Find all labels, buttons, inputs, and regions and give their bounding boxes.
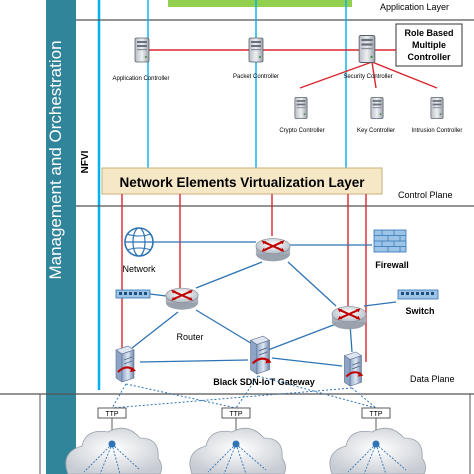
application-layer-label: Application Layer: [380, 2, 449, 12]
router-icon-top: [254, 237, 292, 263]
virtualization-data-links: [121, 194, 367, 362]
application-bar: [168, 0, 352, 7]
role-box-line1: Role Based: [404, 28, 453, 38]
firewall-icon: [373, 229, 407, 253]
ttp-box-right: TTP: [361, 407, 391, 419]
intrusion-controller-label: Intrusion Controller: [412, 128, 463, 134]
nfvi-label: NFVI: [80, 150, 91, 173]
gateway-label: Black SDN-IoT Gateway: [213, 377, 315, 387]
ttp-label-center: TTP: [229, 411, 243, 418]
management-orchestration-label: Management and Orchestration: [46, 40, 65, 279]
intrusion-controller-server-icon: [430, 97, 444, 119]
network-globe-icon: [124, 227, 154, 257]
packet-controller-label: Packet Controller: [233, 74, 279, 80]
crypto-controller-server-icon: [294, 97, 308, 119]
router-icon-left: [164, 287, 200, 311]
virtualization-layer-bar: [101, 167, 383, 195]
application-controller-server-icon: [134, 37, 150, 63]
gateway-icon-right: [343, 350, 364, 388]
packet-controller-server-icon: [248, 37, 264, 63]
ttp-label-right: TTP: [369, 411, 383, 418]
cyan-connectors: [147, 0, 347, 168]
ttp-box-left: TTP: [97, 407, 127, 419]
data-plane-links: [131, 241, 397, 367]
ttp-label-left: TTP: [105, 411, 119, 418]
crypto-controller-label: Crypto Controller: [279, 128, 324, 134]
orchestration-bar: [46, 0, 76, 474]
gateway-icon-left: [115, 345, 136, 383]
role-based-controller-box: [395, 23, 463, 67]
key-controller-server-icon: [370, 97, 384, 119]
role-box-line3: Controller: [407, 52, 450, 62]
iot-cloud-center: [189, 427, 286, 474]
switch-icon-right: [397, 289, 439, 300]
ttp-box-center: TTP: [221, 407, 251, 419]
application-controller-label: Application Controller: [112, 76, 169, 82]
security-controller-server-icon: [358, 34, 376, 64]
controller-links: [148, 49, 438, 89]
iot-cloud-left: [65, 427, 162, 474]
switch-icon-left: [115, 289, 151, 299]
router-icon-right: [330, 305, 368, 331]
data-plane-label: Data Plane: [410, 374, 455, 384]
role-box-line2: Multiple: [412, 40, 446, 50]
iot-cloud-right: [329, 427, 426, 474]
gateway-ttp-dotted-links: [111, 375, 377, 409]
gateway-icon-center: [249, 335, 272, 375]
key-controller-label: Key Controller: [357, 128, 395, 134]
security-controller-label: Security Controller: [343, 74, 392, 80]
control-plane-label: Control Plane: [398, 190, 453, 200]
firewall-label: Firewall: [375, 260, 409, 270]
network-label: Network: [122, 264, 156, 274]
router-label: Router: [176, 332, 203, 342]
virtualization-layer-label: Network Elements Virtualization Layer: [119, 175, 365, 190]
switch-label: Switch: [405, 306, 434, 316]
